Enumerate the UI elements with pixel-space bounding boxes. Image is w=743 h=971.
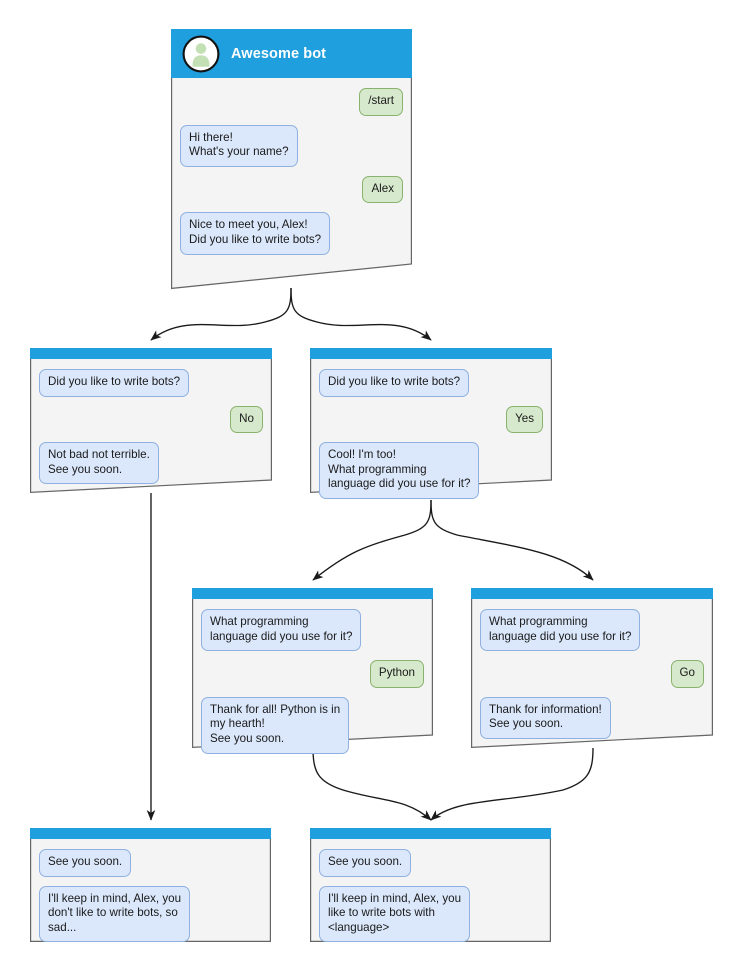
message-row: I'll keep in mind, Alex, you like to wri… [319, 885, 542, 943]
bot-message[interactable]: What programming language did you use fo… [480, 609, 641, 652]
user-message[interactable]: Alex [362, 175, 403, 204]
node-yes-branch[interactable]: Did you like to write bots? Yes Cool! I'… [310, 348, 552, 499]
node-end-left-body: See you soon. I'll keep in mind, Alex, y… [30, 828, 271, 954]
node-end-left[interactable]: See you soon. I'll keep in mind, Alex, y… [30, 828, 271, 943]
bot-message[interactable]: I'll keep in mind, Alex, you don't like … [39, 885, 191, 943]
bot-message[interactable]: Not bad not terrible. See you soon. [39, 442, 159, 485]
node-no-body: Did you like to write bots? No Not bad n… [30, 348, 272, 496]
node-yes-chat: Did you like to write bots? Yes Cool! I'… [310, 359, 552, 511]
node-end-right-body: See you soon. I'll keep in mind, Alex, y… [310, 828, 551, 954]
edge-yes-to-go [430, 499, 594, 581]
node-end-right-titlebar [310, 828, 551, 839]
node-root-chat: /start Hi there! What's your name? Alex … [171, 78, 412, 267]
message-row: What programming language did you use fo… [480, 609, 704, 652]
node-yes-body: Did you like to write bots? Yes Cool! I'… [310, 348, 552, 511]
user-message[interactable]: /start [359, 88, 403, 116]
message-row: See you soon. [319, 849, 542, 877]
message-row: /start [180, 88, 403, 116]
user-message[interactable]: No [230, 405, 263, 434]
message-row: What programming language did you use fo… [201, 609, 424, 652]
message-row: Did you like to write bots? [39, 369, 263, 397]
bot-message[interactable]: Thank for information! See you soon. [480, 696, 611, 739]
bot-message[interactable]: Did you like to write bots? [319, 369, 470, 397]
node-end-right[interactable]: See you soon. I'll keep in mind, Alex, y… [310, 828, 551, 943]
node-no-branch[interactable]: Did you like to write bots? No Not bad n… [30, 348, 272, 496]
message-row: Hi there! What's your name? [180, 124, 403, 167]
message-row: Yes [319, 405, 543, 434]
node-root[interactable]: Awesome bot /start Hi there! What's your… [171, 29, 412, 290]
node-end-left-chat: See you soon. I'll keep in mind, Alex, y… [30, 839, 271, 954]
node-no-chat: Did you like to write bots? No Not bad n… [30, 359, 272, 496]
node-root-body: Awesome bot /start Hi there! What's your… [171, 29, 412, 267]
node-go-chat: What programming language did you use fo… [471, 599, 713, 751]
message-row: Nice to meet you, Alex! Did you like to … [180, 212, 403, 255]
message-row: Thank for all! Python is in my hearth! S… [201, 696, 424, 754]
node-go-titlebar [471, 588, 713, 599]
node-python-body: What programming language did you use fo… [192, 588, 433, 766]
bot-message[interactable]: Did you like to write bots? [39, 369, 190, 397]
message-row: Cool! I'm too! What programming language… [319, 442, 543, 499]
edge-root-to-yes [290, 287, 432, 341]
bot-message[interactable]: Hi there! What's your name? [180, 124, 298, 167]
bot-title: Awesome bot [231, 46, 327, 62]
user-message[interactable]: Yes [506, 405, 543, 434]
message-row: Did you like to write bots? [319, 369, 543, 397]
edge-go-to-end-right [430, 747, 594, 821]
message-row: Not bad not terrible. See you soon. [39, 442, 263, 485]
bot-message[interactable]: I'll keep in mind, Alex, you like to wri… [319, 885, 471, 943]
message-row: No [39, 405, 263, 434]
message-row: Thank for information! See you soon. [480, 696, 704, 739]
node-python-chat: What programming language did you use fo… [192, 599, 433, 766]
bot-message[interactable]: What programming language did you use fo… [201, 609, 362, 652]
message-row: Alex [180, 175, 403, 204]
bot-message[interactable]: Cool! I'm too! What programming language… [319, 442, 480, 499]
node-no-titlebar [30, 348, 272, 359]
edge-root-to-no [150, 287, 292, 341]
user-message[interactable]: Python [369, 660, 424, 688]
person-avatar-icon [182, 35, 220, 73]
node-go-body: What programming language did you use fo… [471, 588, 713, 751]
node-go-branch[interactable]: What programming language did you use fo… [471, 588, 713, 751]
edge-yes-to-python [312, 499, 432, 581]
bot-message[interactable]: Thank for all! Python is in my hearth! S… [201, 696, 350, 754]
message-row: Go [480, 660, 704, 688]
bot-message[interactable]: See you soon. [319, 849, 412, 877]
message-row: See you soon. [39, 849, 262, 877]
message-row: Python [201, 660, 424, 688]
message-row: I'll keep in mind, Alex, you don't like … [39, 885, 262, 943]
node-root-titlebar: Awesome bot [171, 29, 412, 78]
node-yes-titlebar [310, 348, 552, 359]
bot-message[interactable]: See you soon. [39, 849, 132, 877]
node-end-right-chat: See you soon. I'll keep in mind, Alex, y… [310, 839, 551, 954]
bot-message[interactable]: Nice to meet you, Alex! Did you like to … [180, 212, 331, 255]
user-message[interactable]: Go [670, 660, 704, 688]
node-end-left-titlebar [30, 828, 271, 839]
node-python-branch[interactable]: What programming language did you use fo… [192, 588, 433, 754]
node-python-titlebar [192, 588, 433, 599]
